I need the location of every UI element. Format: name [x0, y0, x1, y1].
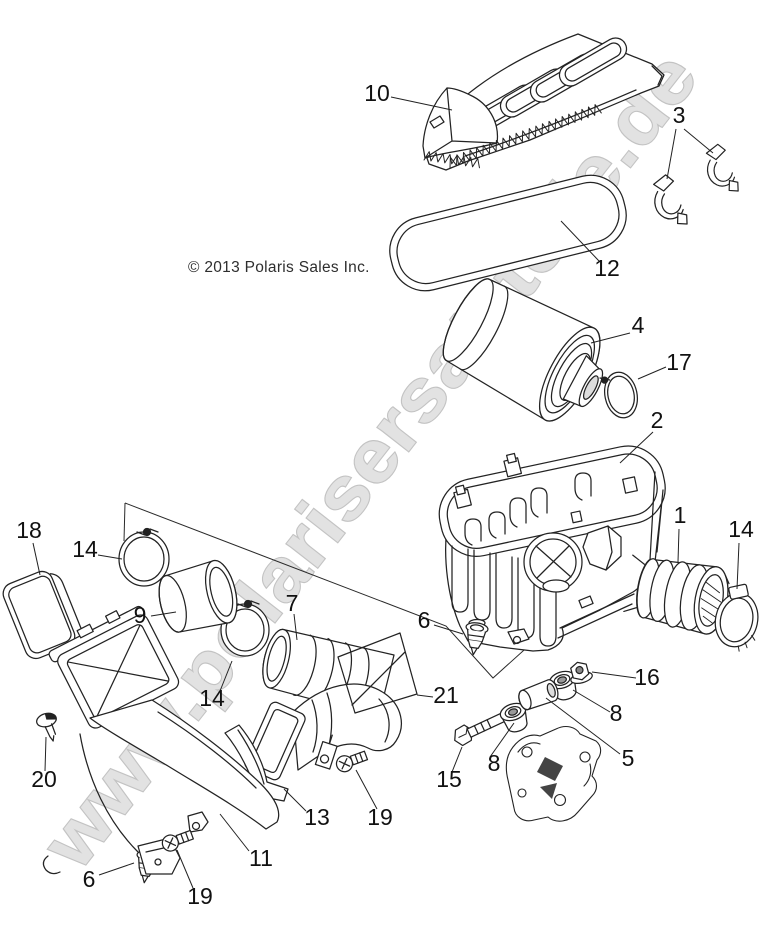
leader-line-14 [219, 660, 233, 692]
part-14-clamp-topleft [118, 527, 170, 587]
labels-layer: 1031241721141814914762116858151913111962… [16, 80, 754, 909]
part-17-clamp-ring [599, 371, 638, 419]
leader-line-17 [637, 366, 667, 380]
leader-line-18 [32, 542, 41, 576]
part-7-intake-hose [244, 628, 402, 781]
leader-line-9 [150, 611, 177, 617]
part-9-sleeve [158, 559, 238, 633]
part-label-14-11: 14 [199, 685, 225, 711]
part-label-11-22: 11 [249, 845, 273, 871]
part-label-1-6: 1 [674, 502, 687, 528]
mounting-bracket [505, 725, 602, 822]
part-label-19-23: 19 [187, 883, 213, 909]
part-label-14-9: 14 [72, 536, 98, 562]
leader-line-8 [489, 722, 515, 758]
part-label-14-7: 14 [728, 516, 754, 542]
part-16-nut [570, 661, 593, 685]
part-label-9-10: 9 [134, 602, 147, 628]
leader-line-8 [572, 689, 611, 713]
construction-line [123, 502, 126, 542]
leader-line-14 [97, 554, 123, 560]
part-label-4-3: 4 [632, 312, 645, 338]
part-2-airbox-body [438, 445, 666, 652]
part-label-17-4: 17 [666, 349, 692, 375]
part-label-20-25: 20 [31, 766, 57, 792]
part-label-16-15: 16 [634, 664, 660, 690]
construction-lines [123, 502, 534, 679]
leader-line-5 [545, 697, 621, 755]
part-21-decal [337, 632, 418, 714]
part-11-intake-duct [42, 605, 280, 875]
leader-line-6 [98, 862, 135, 876]
leader-line-6 [433, 624, 464, 635]
part-20-push-pin [36, 712, 57, 742]
part-label-12-2: 12 [594, 255, 620, 281]
part-19-screw-left [161, 829, 194, 852]
part-14-hose-clamp-right [714, 575, 759, 652]
leader-line-4 [590, 332, 631, 344]
part-label-3-1: 3 [673, 102, 686, 128]
part-label-10-0: 10 [364, 80, 390, 106]
leader-line-3 [683, 128, 714, 154]
part-label-19-20: 19 [367, 804, 393, 830]
leader-line-21 [416, 694, 434, 698]
part-3-spring-clips [653, 143, 739, 225]
leader-line-20 [44, 736, 47, 772]
part-label-7-12: 7 [286, 590, 299, 616]
leader-line-14 [736, 542, 740, 590]
leader-line-16 [591, 671, 637, 679]
leader-line-10 [390, 96, 453, 111]
part-label-21-14: 21 [433, 682, 459, 708]
part-19-screw-middle [335, 750, 369, 773]
part-label-6-13: 6 [418, 607, 431, 633]
part-label-18-8: 18 [16, 517, 42, 543]
leader-line-3 [666, 128, 677, 180]
part-13-strap [224, 724, 289, 802]
leader-line-12 [560, 220, 600, 262]
part-4-air-filter [442, 278, 604, 422]
part-label-5-17: 5 [622, 745, 635, 771]
leader-line-15 [451, 746, 463, 773]
leader-line-11 [219, 813, 250, 852]
part-label-8-16: 8 [610, 700, 623, 726]
leader-line-13 [283, 788, 307, 812]
part-label-2-5: 2 [651, 407, 664, 433]
artwork [2, 33, 759, 884]
construction-line [124, 502, 534, 679]
leader-line-19 [176, 849, 194, 889]
leader-line-19 [355, 769, 378, 810]
part-12-seal [389, 174, 627, 292]
part-label-6-24: 6 [83, 866, 96, 892]
leader-line-1 [677, 528, 680, 563]
leader-line-7 [293, 613, 298, 641]
copyright-text: © 2013 Polaris Sales Inc. [188, 259, 370, 276]
leader-line-2 [619, 431, 654, 464]
part-label-15-19: 15 [436, 766, 462, 792]
part-label-13-21: 13 [304, 804, 330, 830]
part-label-8-18: 8 [488, 750, 501, 776]
part-6-drain-plug-top [465, 622, 489, 656]
part-5-spacer [518, 679, 559, 711]
part-10-airbox-cover [422, 33, 665, 171]
